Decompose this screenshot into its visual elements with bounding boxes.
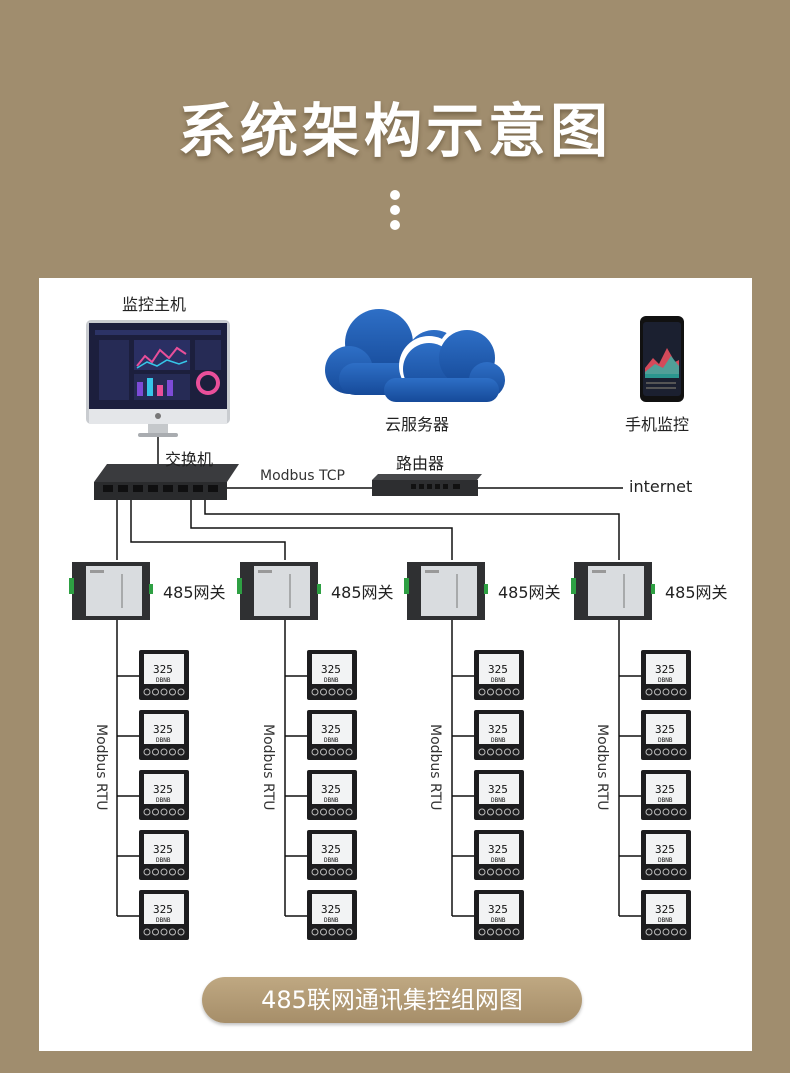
switch-label: 交换机: [165, 450, 214, 469]
thermostat-reading: 325: [321, 663, 341, 676]
thermostat-reading: 325: [488, 843, 508, 856]
gateway-label: 485网关: [498, 583, 561, 602]
thermostat-reading: 325: [153, 723, 173, 736]
gateway-label: 485网关: [331, 583, 394, 602]
bus-protocol-label: Modbus RTU: [93, 724, 109, 811]
thermostat-sub: DBNB: [658, 857, 673, 864]
thermostat-sub: DBNB: [324, 917, 339, 924]
thermostat-sub: DBNB: [658, 737, 673, 744]
ellipsis-icon: [389, 190, 401, 235]
thermostat-reading: 325: [153, 663, 173, 676]
thermostat-sub: DBNB: [156, 797, 171, 804]
thermostat-reading: 325: [488, 783, 508, 796]
gateway-icon: [237, 562, 321, 620]
thermostat-reading: 325: [153, 843, 173, 856]
gateway-label: 485网关: [665, 583, 728, 602]
switch-icon: [94, 464, 239, 500]
thermostat-sub: DBNB: [156, 677, 171, 684]
link-protocol-label: Modbus TCP: [260, 468, 345, 484]
thermostat-sub: DBNB: [156, 917, 171, 924]
bus-protocol-label: Modbus RTU: [427, 724, 443, 811]
gateway-label: 485网关: [163, 583, 226, 602]
thermostat-reading: 325: [321, 783, 341, 796]
gateway-icon: [404, 562, 488, 620]
page-title: 系统架构示意图: [177, 97, 612, 165]
thermostat-sub: DBNB: [491, 797, 506, 804]
thermostat-reading: 325: [153, 783, 173, 796]
bus-protocol-label: Modbus RTU: [260, 724, 276, 811]
thermostat-reading: 325: [655, 663, 675, 676]
thermostat-sub: DBNB: [491, 677, 506, 684]
thermostat-reading: 325: [655, 903, 675, 916]
gateway-icon: [69, 562, 153, 620]
thermostat-sub: DBNB: [324, 857, 339, 864]
footer-caption: 485联网通讯集控组网图: [202, 977, 582, 1023]
thermostat-sub: DBNB: [156, 857, 171, 864]
phone-label: 手机监控: [625, 415, 690, 434]
thermostat-sub: DBNB: [156, 737, 171, 744]
thermostat-sub: DBNB: [324, 797, 339, 804]
gateway-icon: [571, 562, 655, 620]
thermostat-reading: 325: [655, 723, 675, 736]
thermostat-sub: DBNB: [491, 857, 506, 864]
bus-protocol-label: Modbus RTU: [594, 724, 610, 811]
monitor-label: 监控主机: [122, 295, 187, 314]
thermostat-reading: 325: [153, 903, 173, 916]
thermostat-sub: DBNB: [658, 797, 673, 804]
cloud-icon: [325, 309, 505, 402]
thermostat-sub: DBNB: [324, 677, 339, 684]
diagram-canvas: 325DBNB325DBNB325DBNB325DBNB325DBNB325DB…: [69, 309, 691, 940]
thermostat-reading: 325: [321, 903, 341, 916]
thermostat-reading: 325: [488, 723, 508, 736]
monitor-icon: [86, 320, 230, 437]
cloud-label: 云服务器: [385, 415, 450, 434]
internet-label: internet: [629, 477, 693, 496]
thermostat-reading: 325: [488, 663, 508, 676]
network-links: [116, 437, 623, 560]
thermostat-reading: 325: [655, 783, 675, 796]
thermostat-sub: DBNB: [491, 737, 506, 744]
thermostat-sub: DBNB: [324, 737, 339, 744]
thermostat-sub: DBNB: [658, 677, 673, 684]
thermostat-reading: 325: [655, 843, 675, 856]
thermostat-sub: DBNB: [658, 917, 673, 924]
phone-icon: [640, 316, 684, 402]
thermostat-reading: 325: [488, 903, 508, 916]
thermostat-sub: DBNB: [491, 917, 506, 924]
thermostat-reading: 325: [321, 843, 341, 856]
router-icon: [372, 474, 482, 496]
router-label: 路由器: [396, 454, 445, 473]
thermostat-reading: 325: [321, 723, 341, 736]
